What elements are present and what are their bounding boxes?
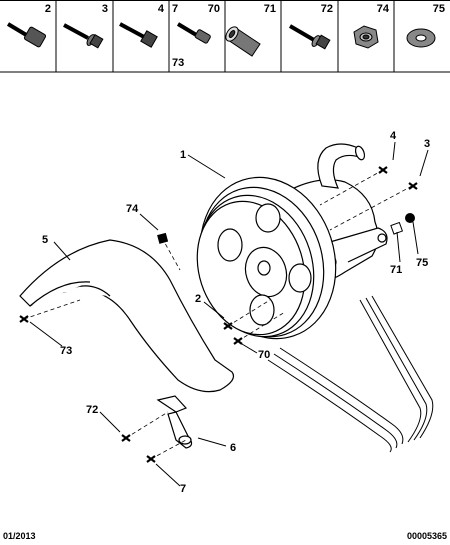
header-ref-2: 2 (45, 3, 51, 15)
callout-5: 5 (42, 234, 48, 246)
callout-3: 3 (424, 138, 430, 150)
washer-bolt-icon (288, 24, 331, 50)
nut-icon (353, 25, 379, 49)
header-ref-75: 75 (433, 3, 445, 15)
callout-2: 2 (195, 293, 201, 305)
socket-bolt-icon (6, 22, 47, 48)
callout-75: 75 (416, 257, 428, 269)
sleeve (390, 221, 404, 235)
drive-belt (267, 295, 434, 453)
header-ref-3: 3 (102, 3, 108, 15)
flange-bolt-icon (63, 23, 104, 49)
footer-diagram-number: 00005365 (406, 531, 447, 541)
callout-73: 73 (60, 345, 72, 357)
header-ref-4: 4 (158, 3, 165, 15)
header-ref-72: 72 (321, 3, 333, 15)
header-ref-70: 70 (208, 3, 220, 15)
parts-strip (0, 0, 450, 73)
bracket (156, 395, 193, 449)
spacer-sleeve-icon (225, 26, 261, 57)
callout-7: 7 (180, 483, 186, 495)
washer (405, 213, 415, 223)
callout-70: 70 (258, 349, 270, 361)
header-ref-74: 74 (377, 3, 390, 15)
pulley (196, 176, 337, 340)
header-ref-7: 7 (172, 3, 178, 15)
callout-4: 4 (390, 130, 397, 142)
callout-6: 6 (230, 442, 236, 454)
callout-72: 72 (86, 404, 98, 416)
stud-icon (176, 22, 211, 44)
header-ref-71: 71 (264, 3, 276, 15)
heat-shield (19, 239, 235, 393)
footer-date: 01/2013 (3, 531, 36, 541)
callout-71: 71 (390, 264, 402, 276)
callout-1: 1 (180, 149, 186, 161)
washer-icon (406, 28, 436, 48)
marker-3 (408, 182, 418, 190)
hex-bolt-icon (119, 22, 158, 48)
callout-74: 74 (126, 203, 139, 215)
header-ref-73: 73 (172, 57, 184, 69)
